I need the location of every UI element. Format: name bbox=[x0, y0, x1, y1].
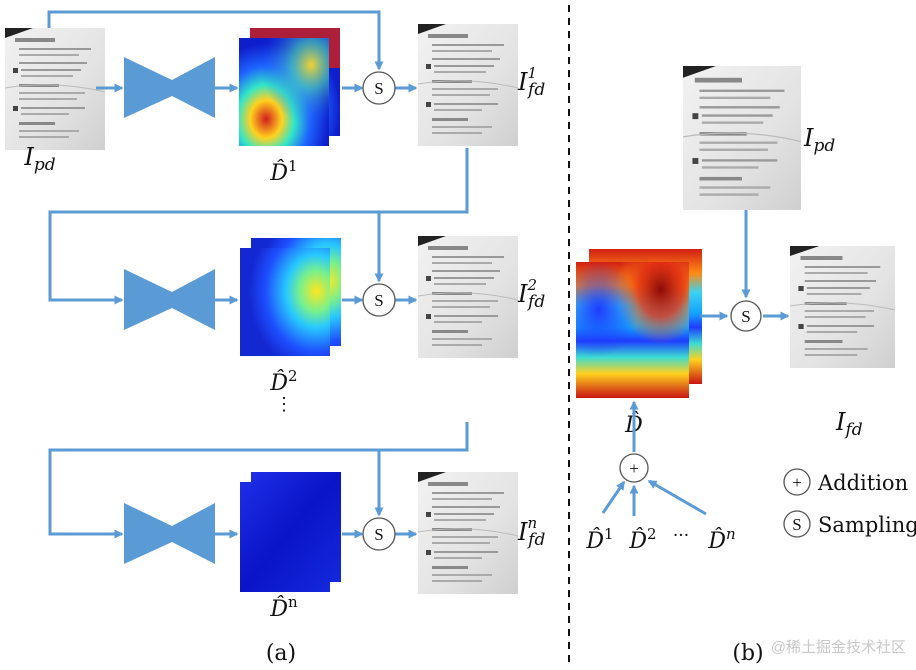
map-label-dn: D̂n bbox=[269, 593, 298, 622]
output-document-image-1 bbox=[417, 23, 519, 147]
panel-a-caption: (a) bbox=[266, 641, 296, 666]
svg-text:S: S bbox=[374, 79, 383, 98]
encoder-decoder-network bbox=[124, 269, 215, 330]
svg-text:S: S bbox=[374, 291, 383, 310]
output-document-image-2 bbox=[417, 235, 519, 359]
sampling-node-n: S bbox=[362, 517, 396, 551]
legend: + Addition S Sampling bbox=[783, 468, 916, 538]
output-document-image-n bbox=[417, 471, 519, 595]
deformation-map-n bbox=[240, 482, 330, 592]
sum-input-dn: D̂n bbox=[707, 525, 735, 554]
svg-text:Sampling: Sampling bbox=[818, 513, 916, 537]
input-label-ipd: Ipd bbox=[23, 143, 55, 175]
sum-input-d1: D̂1 bbox=[585, 525, 613, 554]
sampling-node-1: S bbox=[362, 71, 396, 105]
map-label-d1: D̂1 bbox=[269, 157, 297, 186]
output-label-ifd: Ifd bbox=[835, 408, 863, 440]
legend-item-sampling: S Sampling bbox=[783, 510, 916, 538]
sampling-node-2: S bbox=[362, 283, 396, 317]
sum-input-d2: D̂2 bbox=[628, 525, 656, 554]
panel-b-caption: (b) bbox=[732, 641, 763, 666]
watermark: @稀土掘金技术社区 bbox=[771, 639, 906, 656]
vertical-ellipsis: ⋮ bbox=[275, 394, 293, 415]
encoder-decoder-network bbox=[124, 503, 215, 564]
sampling-node: S bbox=[730, 300, 762, 332]
map-label-d2: D̂2 bbox=[269, 367, 297, 396]
svg-text:S: S bbox=[374, 525, 383, 544]
svg-text:+: + bbox=[792, 473, 802, 492]
svg-text:S: S bbox=[741, 307, 750, 326]
svg-text:+: + bbox=[629, 459, 639, 478]
encoder-decoder-network bbox=[124, 57, 215, 118]
svg-text:S: S bbox=[792, 515, 801, 534]
addition-node: + bbox=[619, 453, 649, 483]
input-document-image bbox=[682, 65, 802, 211]
sum-ellipsis: ··· bbox=[673, 526, 689, 546]
input-label-ipd: Ipd bbox=[803, 124, 835, 156]
panel-b: Ipd Ifd S D̂ + D̂1 D̂2 ··· D̂n bbox=[576, 65, 916, 666]
svg-text:Addition: Addition bbox=[817, 471, 908, 495]
legend-item-addition: + Addition bbox=[783, 468, 908, 496]
output-document-image bbox=[789, 245, 896, 369]
deformation-map-2 bbox=[240, 248, 330, 356]
input-document-image bbox=[4, 27, 106, 151]
